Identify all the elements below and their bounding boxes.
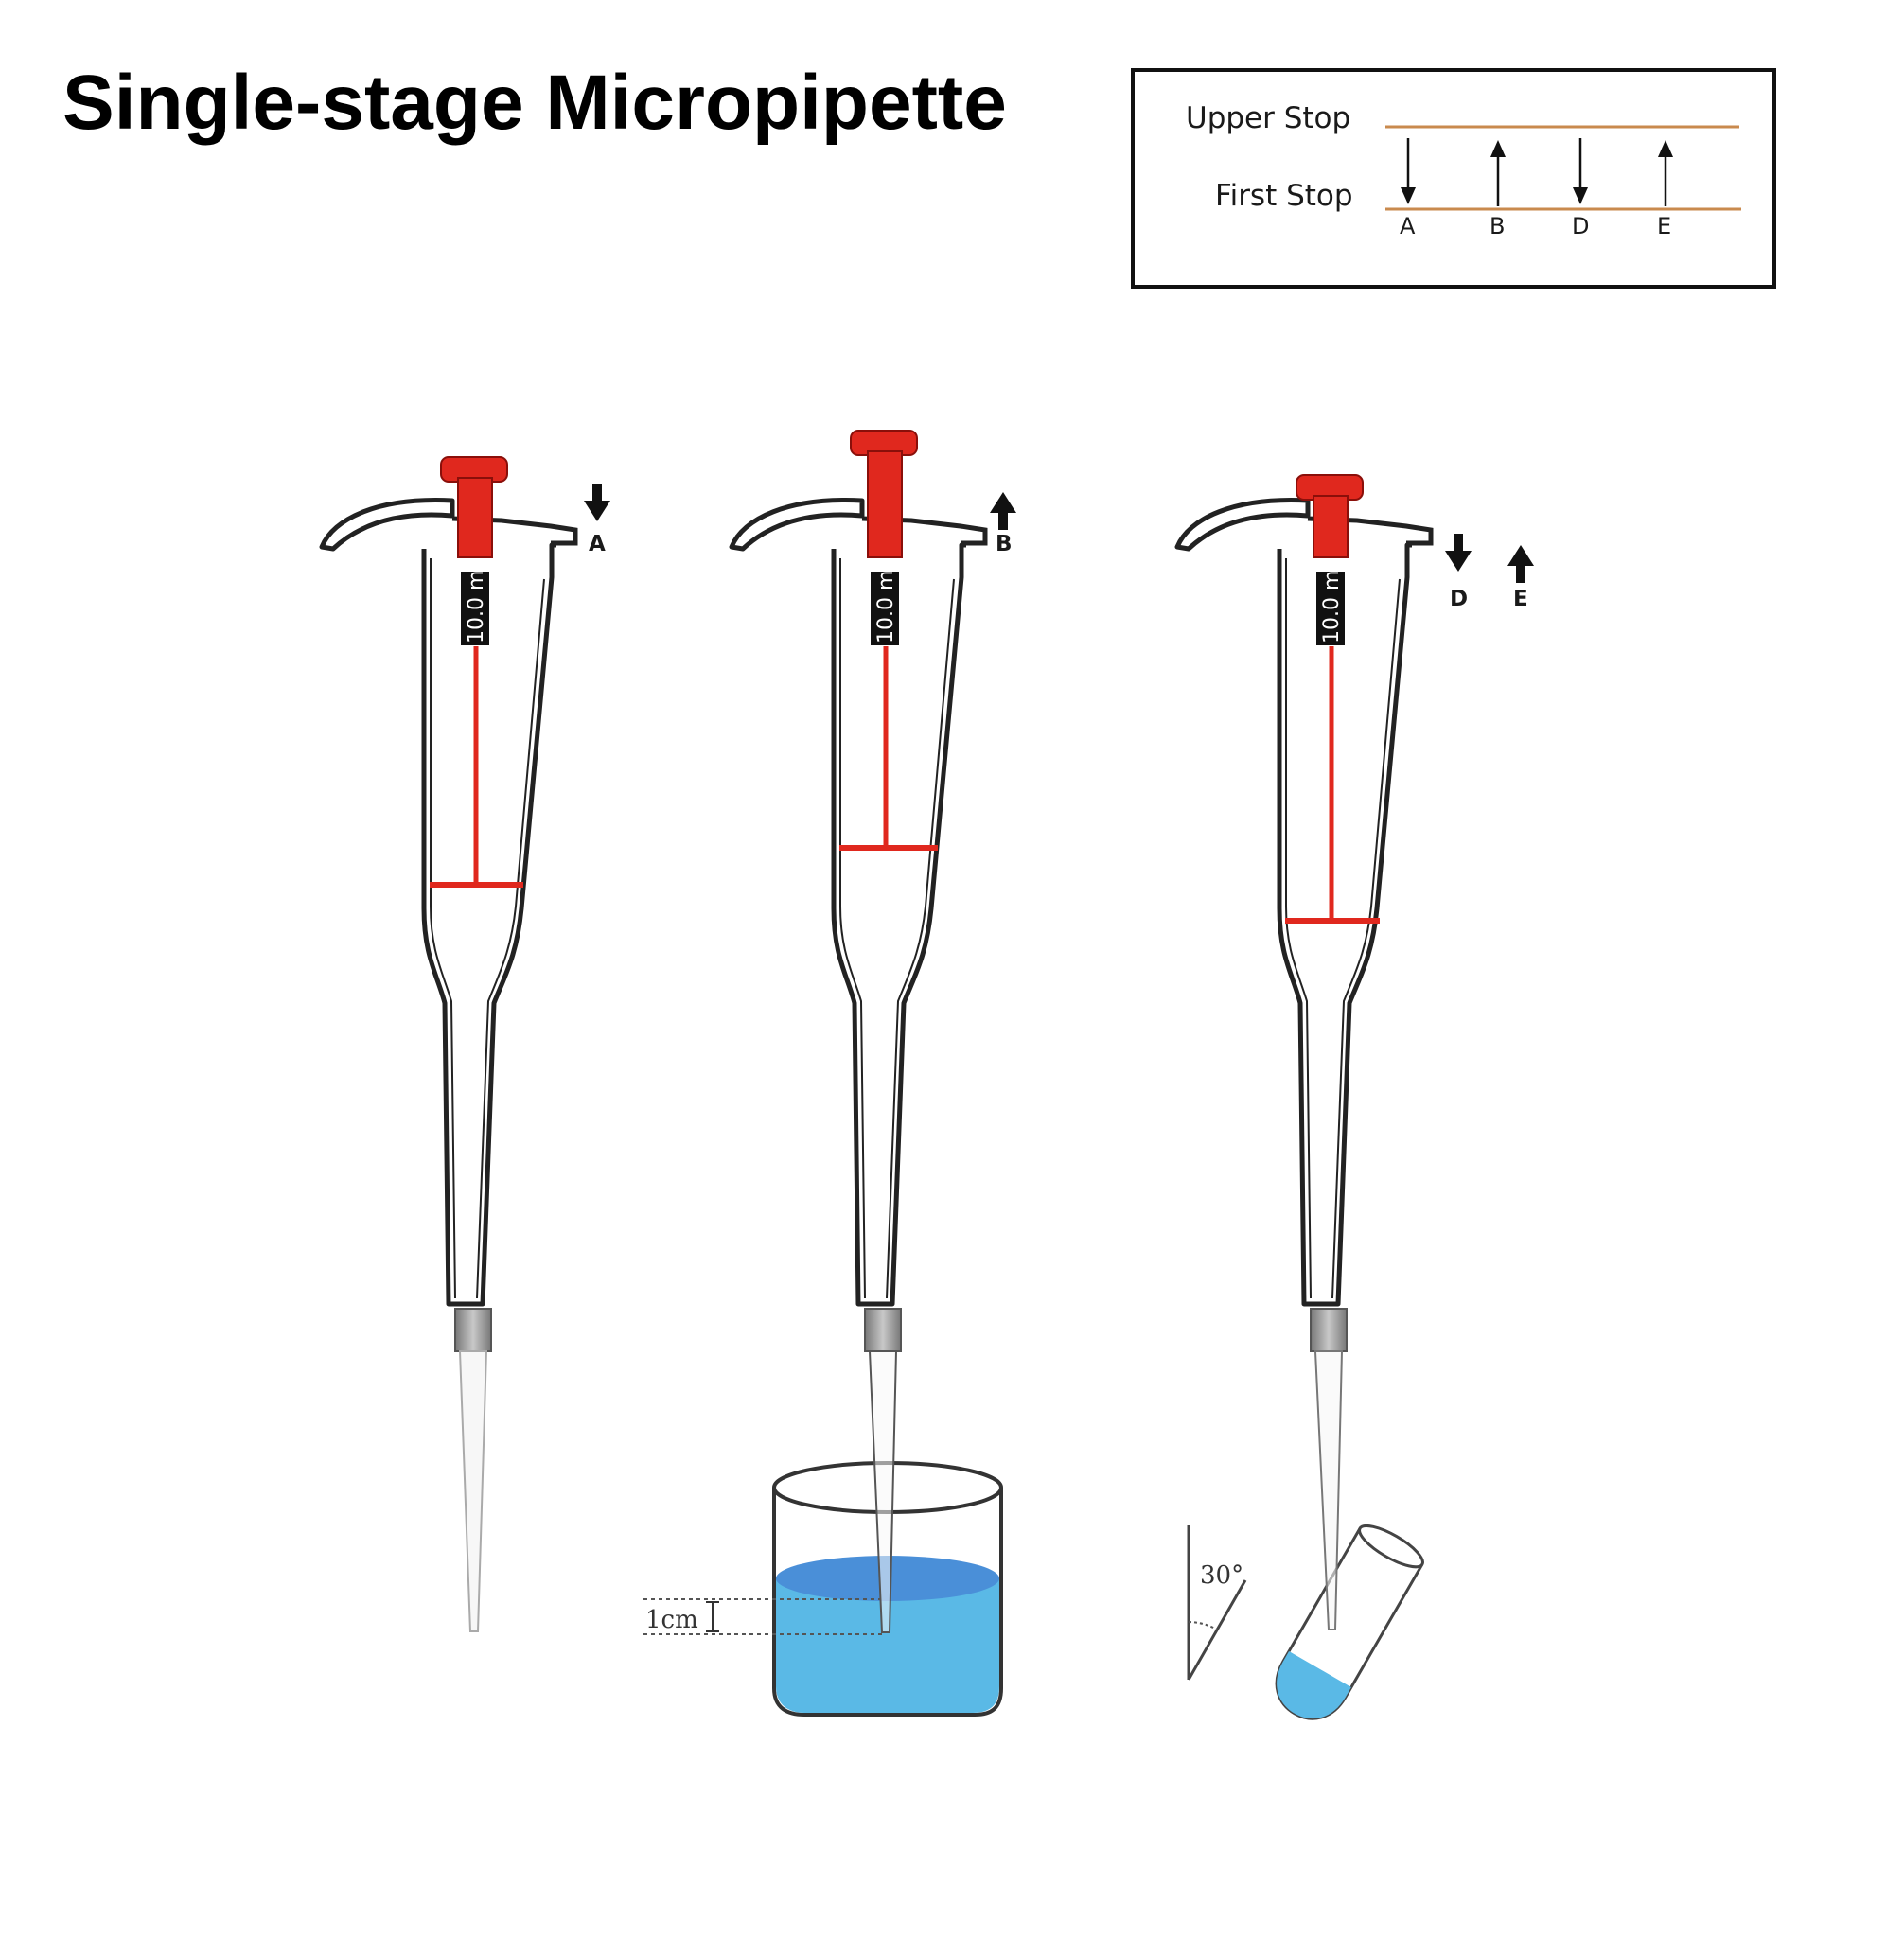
- volume-display: [461, 572, 489, 645]
- legend-frame: [1131, 68, 1776, 289]
- page-title: Single-stage Micropipette: [62, 60, 1007, 146]
- pipette-tip: [868, 1350, 898, 1633]
- tip-collar: [454, 1308, 492, 1352]
- step-letter-a: A: [589, 532, 606, 556]
- pipette-de: 10.0 ml 30° D E: [1174, 474, 1534, 1720]
- depth-annotation: 1cm: [643, 1598, 885, 1635]
- pipette-b: 10.0 ml 1cm B: [643, 430, 1016, 1717]
- step-letter-d: D: [1450, 587, 1468, 611]
- legend-step-a: A: [1400, 213, 1416, 239]
- volume-display: [871, 572, 899, 645]
- angle-label: 30°: [1200, 1561, 1243, 1590]
- first-stop-label: First Stop: [1215, 179, 1353, 213]
- volume-readout: 10.0 ml: [1320, 564, 1344, 643]
- pipette-a: 10.0 ml A: [319, 456, 610, 1632]
- legend-arrow-b-up-icon: [1490, 140, 1506, 206]
- step-letter-b: B: [996, 532, 1013, 556]
- volume-display: [1316, 572, 1345, 645]
- volume-readout: 10.0 ml: [874, 564, 898, 643]
- tip-collar: [1310, 1308, 1348, 1352]
- legend-arrow-d-down-icon: [1573, 138, 1588, 204]
- volume-readout: 10.0 ml: [465, 564, 488, 643]
- pipette-body: [1277, 542, 1412, 1307]
- pipette-hook: [319, 498, 455, 552]
- step-letter-e: E: [1513, 587, 1528, 611]
- pipette-body: [831, 542, 966, 1307]
- depth-label: 1cm: [645, 1606, 698, 1634]
- legend-step-e: E: [1657, 213, 1671, 239]
- legend-step-d: D: [1572, 213, 1589, 239]
- pipette-hook: [729, 498, 865, 552]
- tilted-tube: [1275, 1524, 1424, 1720]
- upper-stop-label: Upper Stop: [1186, 101, 1350, 135]
- angle-annotation: 30°: [1187, 1525, 1247, 1681]
- pipette-tip: [458, 1350, 488, 1632]
- tip-collar: [864, 1308, 902, 1352]
- pipette-body: [421, 542, 556, 1307]
- legend-arrow-a-down-icon: [1401, 138, 1416, 204]
- pipette-tip: [1313, 1350, 1344, 1630]
- pipette-hook: [1174, 498, 1311, 552]
- legend-step-b: B: [1490, 213, 1505, 239]
- legend-arrow-e-up-icon: [1658, 140, 1673, 206]
- stop-legend: Upper Stop First Stop A B D E: [1131, 68, 1776, 289]
